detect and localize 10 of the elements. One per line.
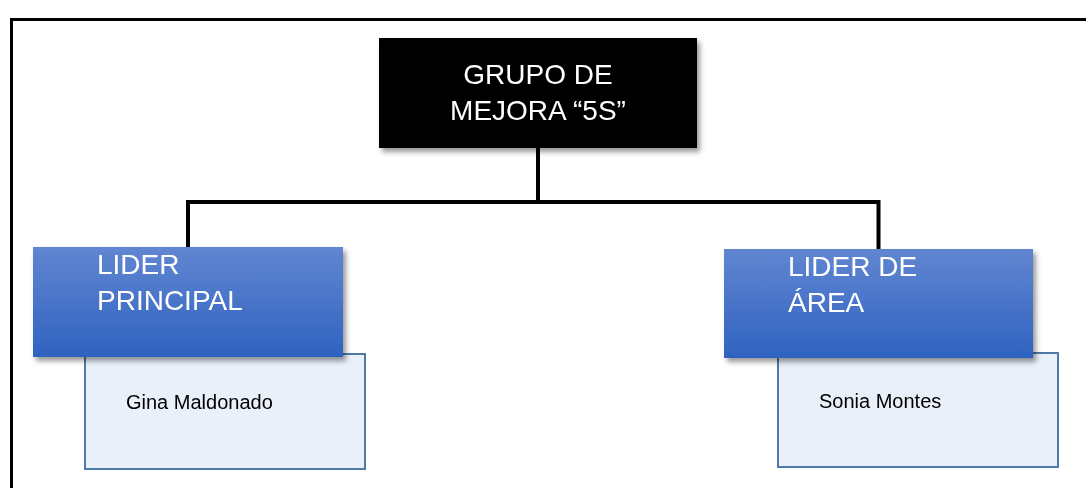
role-box xyxy=(33,247,343,357)
node-label: Sonia Montes xyxy=(819,389,942,414)
node-label: LIDER DE ÁREA xyxy=(788,250,919,320)
node-label: GRUPO DE MEJORA “5S” xyxy=(449,58,627,128)
role-box xyxy=(724,249,1033,358)
name-box xyxy=(777,352,1059,468)
group-box xyxy=(379,38,697,148)
name-box xyxy=(84,353,366,470)
node-label: Gina Maldonado xyxy=(126,390,273,415)
node-label: LIDER PRINCIPAL xyxy=(97,248,244,318)
